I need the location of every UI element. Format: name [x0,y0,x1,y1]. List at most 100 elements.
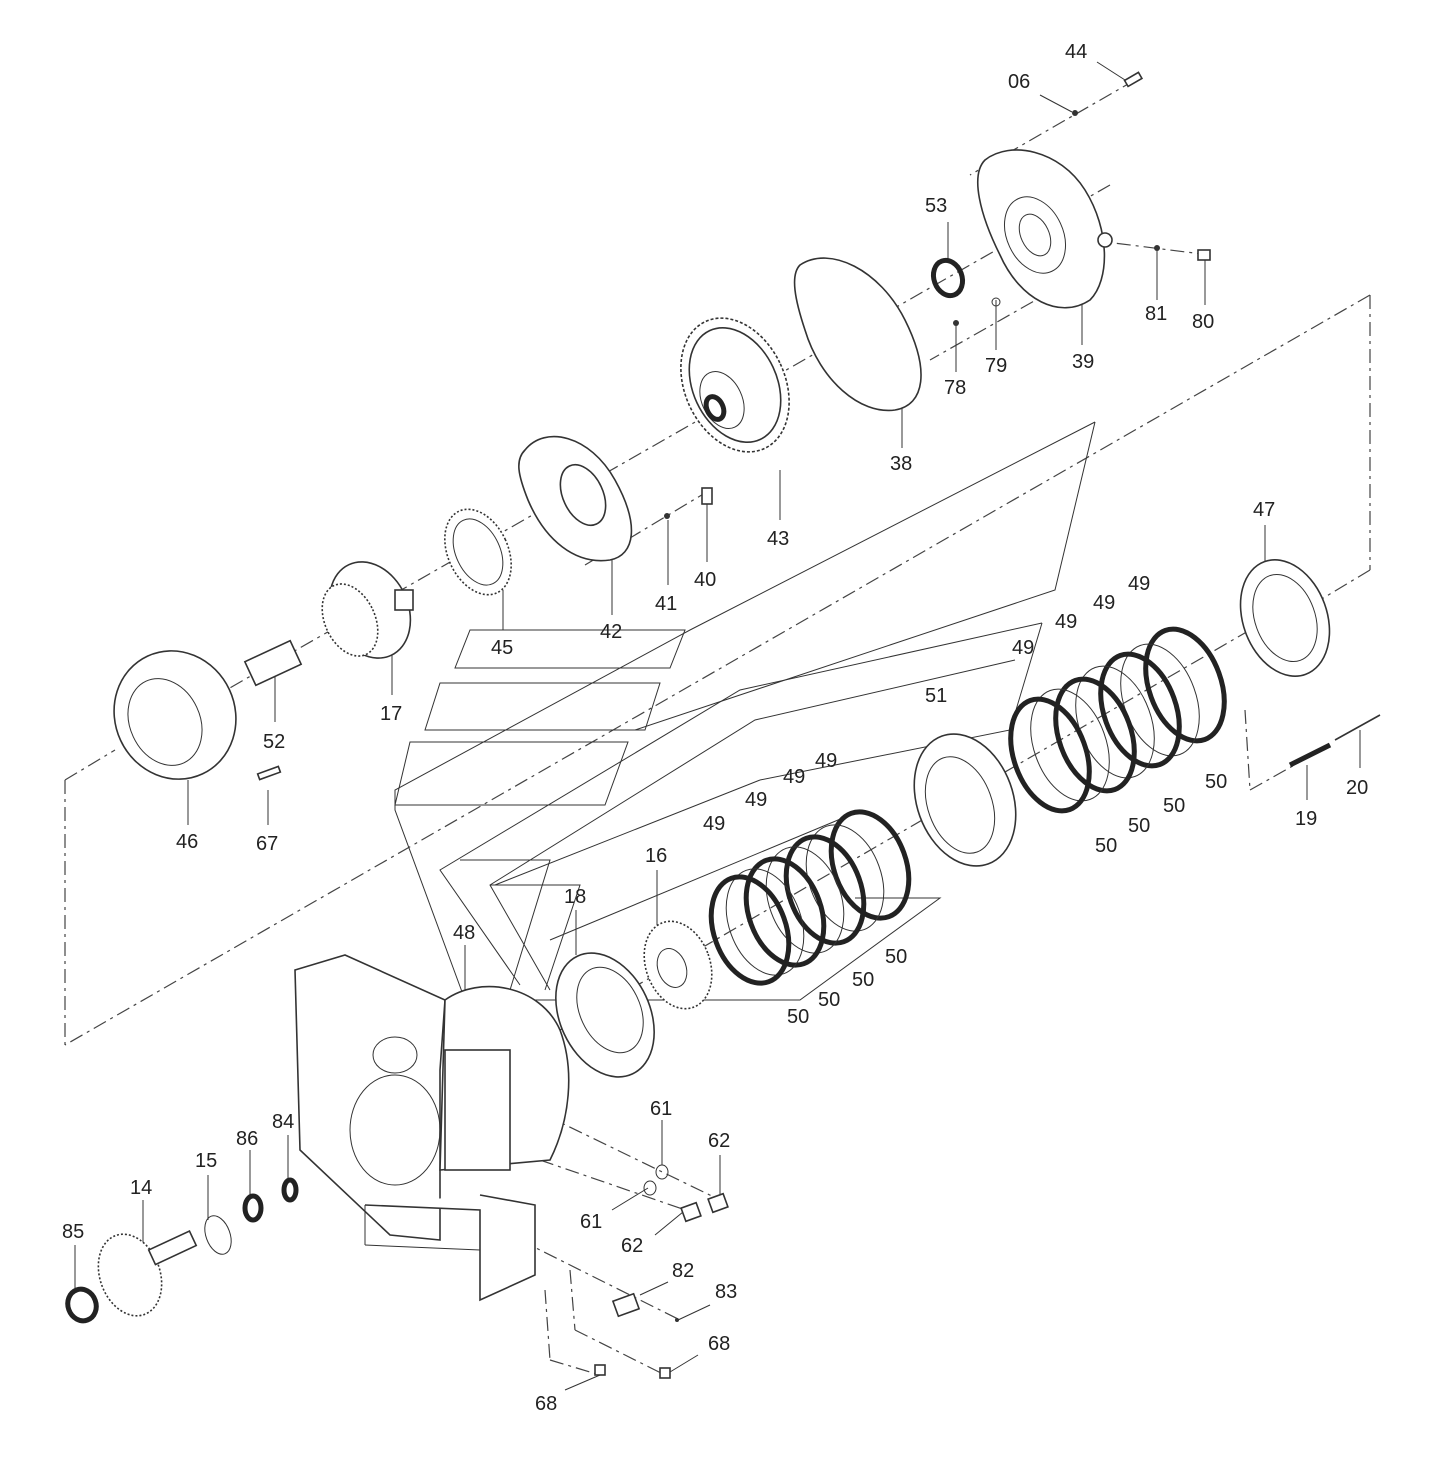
clutch-pack-right-icon [1008,626,1227,814]
housing-46-icon [113,650,237,780]
label-86: 86 [236,1128,258,1150]
bolt-80-icon [1197,249,1211,261]
label-85: 85 [62,1221,84,1243]
label-16: 16 [645,845,667,867]
label-62-upper: 62 [708,1130,730,1152]
assembly-axis-lines [64,79,1371,1376]
ring-47-icon [1239,559,1331,677]
label-49-l2: 49 [783,766,805,788]
bolt-44-icon [1123,71,1144,88]
label-50-l4: 50 [787,1006,809,1028]
label-50-r1: 50 [1205,771,1227,793]
carrier-17-icon [321,561,414,659]
label-49-r2: 49 [1093,592,1115,614]
spring-19-icon [1288,742,1332,768]
bolt-40-icon [701,487,713,505]
washer-78-icon [953,320,959,326]
label-52: 52 [263,731,285,753]
label-67: 67 [256,833,278,855]
label-83: 83 [715,1281,737,1303]
plate-42-icon [518,435,633,562]
label-82: 82 [672,1260,694,1282]
label-50-r2: 50 [1163,795,1185,817]
cover-39-icon [977,149,1113,309]
label-45: 45 [491,637,513,659]
label-42: 42 [600,621,622,643]
washer-41-icon [664,513,670,519]
disc-18-icon [555,952,655,1078]
gear-assembly-43-icon [680,317,790,453]
label-50-l2: 50 [852,969,874,991]
label-17: 17 [380,703,402,725]
label-18: 18 [564,886,586,908]
label-47: 47 [1253,499,1275,521]
gear-shaft-14-icon [97,1229,198,1317]
label-61-lower: 61 [580,1211,602,1233]
label-41: 41 [655,593,677,615]
label-49-r3: 49 [1055,611,1077,633]
label-68-right: 68 [708,1333,730,1355]
label-53: 53 [925,195,947,217]
oring-61-upper-icon [655,1164,669,1180]
label-14: 14 [130,1177,152,1199]
plate-82-icon [611,1292,641,1318]
housing-48-icon [294,954,570,1302]
label-49-l4: 49 [703,813,725,835]
label-80: 80 [1192,311,1214,333]
gear-hub-16-icon [643,920,713,1010]
label-19: 19 [1295,808,1317,830]
label-49-r4: 49 [1012,637,1034,659]
label-78: 78 [944,377,966,399]
label-61-upper: 61 [650,1098,672,1120]
ring-84-icon [281,1177,299,1203]
snap-ring-15-icon [204,1215,232,1255]
label-43: 43 [767,528,789,550]
label-49-l1: 49 [815,750,837,772]
label-46: 46 [176,831,198,853]
shaft-52-icon [243,639,303,687]
oring-61-lower-icon [643,1180,657,1196]
ring-53-icon [930,257,966,299]
label-51: 51 [925,685,947,707]
plug-62-upper-icon [707,1192,729,1214]
label-50-l3: 50 [818,989,840,1011]
chevron-outline [394,421,1096,1001]
piston-51-icon [913,733,1017,867]
label-50-r3: 50 [1128,815,1150,837]
clutch-pack-left-icon [708,809,912,986]
washer-81-icon [1154,245,1160,251]
label-79: 79 [985,355,1007,377]
label-39: 39 [1072,351,1094,373]
label-leaders [74,61,1361,1391]
rivet-83-icon [675,1318,679,1322]
ring-86-icon [242,1193,264,1223]
label-49-r1: 49 [1128,573,1150,595]
screw-68-right-icon [659,1367,671,1379]
label-50-l1: 50 [885,946,907,968]
label-62-lower: 62 [621,1235,643,1257]
gasket-38-icon [793,257,922,412]
label-40: 40 [694,569,716,591]
label-15: 15 [195,1150,217,1172]
ring-gear-45-icon [444,508,512,596]
screw-68-left-icon [594,1364,606,1376]
plug-62-lower-icon [680,1201,702,1223]
ring-85-icon [65,1286,99,1324]
label-50-r4: 50 [1095,835,1117,857]
label-48: 48 [453,922,475,944]
pin-67-icon [256,765,282,781]
label-84: 84 [272,1111,294,1133]
oring-79-icon [991,297,1001,307]
label-06: 06 [1008,71,1030,93]
label-20: 20 [1346,777,1368,799]
label-38: 38 [890,453,912,475]
label-68-left: 68 [535,1393,557,1415]
washer-06-icon [1072,110,1078,116]
rod-20-icon [1334,714,1381,741]
label-49-l3: 49 [745,789,767,811]
part-labels: 44 06 53 81 80 39 78 79 38 43 40 41 42 4… [62,41,1368,1415]
label-44: 44 [1065,41,1087,63]
label-81: 81 [1145,303,1167,325]
